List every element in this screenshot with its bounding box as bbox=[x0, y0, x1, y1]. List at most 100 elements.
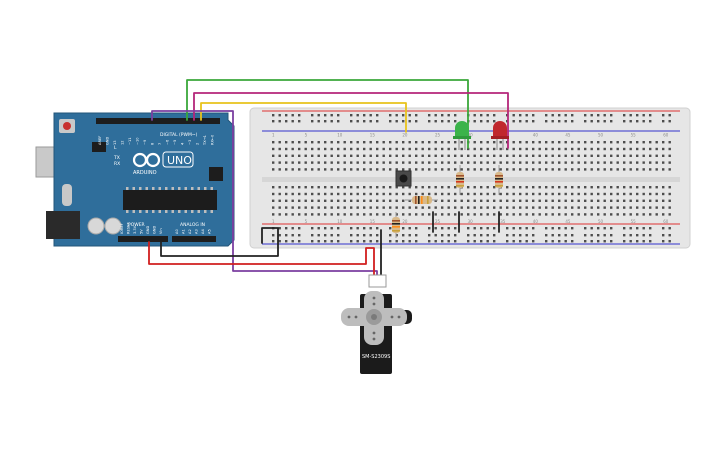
breadboard-hole[interactable] bbox=[415, 147, 418, 151]
breadboard-hole[interactable] bbox=[356, 206, 359, 209]
breadboard-hole[interactable] bbox=[616, 186, 619, 189]
breadboard-hole[interactable] bbox=[363, 147, 366, 151]
digital-header[interactable] bbox=[96, 118, 220, 124]
breadboard-hole[interactable] bbox=[584, 141, 587, 144]
breadboard-hole[interactable] bbox=[662, 120, 665, 123]
breadboard-hole[interactable] bbox=[610, 147, 613, 151]
breadboard-hole[interactable] bbox=[512, 213, 515, 216]
breadboard-hole[interactable] bbox=[610, 186, 613, 189]
breadboard-hole[interactable] bbox=[363, 240, 366, 243]
breadboard-hole[interactable] bbox=[441, 240, 444, 243]
breadboard-hole[interactable] bbox=[486, 192, 489, 196]
breadboard-hole[interactable] bbox=[428, 186, 431, 189]
resistor-horizontal[interactable] bbox=[405, 196, 438, 204]
breadboard-hole[interactable] bbox=[428, 206, 431, 209]
breadboard-hole[interactable] bbox=[577, 147, 580, 151]
breadboard-hole[interactable] bbox=[590, 114, 593, 117]
breadboard-hole[interactable] bbox=[441, 227, 444, 230]
breadboard-hole[interactable] bbox=[350, 147, 353, 151]
breadboard-hole[interactable] bbox=[389, 213, 392, 216]
breadboard-hole[interactable] bbox=[590, 206, 593, 209]
breadboard-hole[interactable] bbox=[285, 114, 288, 117]
breadboard-hole[interactable] bbox=[642, 154, 645, 157]
breadboard-hole[interactable] bbox=[668, 114, 671, 117]
breadboard-hole[interactable] bbox=[493, 147, 496, 151]
breadboard-hole[interactable] bbox=[415, 168, 418, 171]
breadboard-hole[interactable] bbox=[376, 168, 379, 171]
breadboard-hole[interactable] bbox=[369, 147, 372, 151]
breadboard-hole[interactable] bbox=[603, 206, 606, 209]
breadboard-hole[interactable] bbox=[311, 120, 314, 123]
breadboard-hole[interactable] bbox=[337, 147, 340, 151]
breadboard-hole[interactable] bbox=[428, 114, 431, 117]
breadboard-hole[interactable] bbox=[545, 192, 548, 196]
breadboard-hole[interactable] bbox=[395, 213, 398, 216]
breadboard-hole[interactable] bbox=[441, 154, 444, 157]
breadboard-hole[interactable] bbox=[311, 192, 314, 196]
breadboard-hole[interactable] bbox=[590, 161, 593, 164]
breadboard-hole[interactable] bbox=[480, 240, 483, 243]
breadboard-hole[interactable] bbox=[408, 186, 411, 189]
breadboard-hole[interactable] bbox=[395, 161, 398, 164]
breadboard-hole[interactable] bbox=[454, 206, 457, 209]
breadboard-hole[interactable] bbox=[649, 168, 652, 171]
breadboard-hole[interactable] bbox=[278, 213, 281, 216]
breadboard-hole[interactable] bbox=[493, 114, 496, 117]
breadboard-hole[interactable] bbox=[610, 161, 613, 164]
breadboard-hole[interactable] bbox=[285, 161, 288, 164]
breadboard-hole[interactable] bbox=[597, 141, 600, 144]
breadboard-hole[interactable] bbox=[564, 147, 567, 151]
breadboard-hole[interactable] bbox=[597, 227, 600, 230]
breadboard-hole[interactable] bbox=[434, 120, 437, 123]
breadboard-hole[interactable] bbox=[493, 240, 496, 243]
breadboard-hole[interactable] bbox=[584, 227, 587, 230]
breadboard-hole[interactable] bbox=[564, 120, 567, 123]
breadboard-hole[interactable] bbox=[532, 206, 535, 209]
breadboard-hole[interactable] bbox=[629, 147, 632, 151]
breadboard-hole[interactable] bbox=[330, 199, 333, 202]
breadboard-hole[interactable] bbox=[369, 213, 372, 216]
breadboard-hole[interactable] bbox=[350, 168, 353, 171]
breadboard-hole[interactable] bbox=[408, 161, 411, 164]
breadboard-hole[interactable] bbox=[545, 213, 548, 216]
breadboard-hole[interactable] bbox=[538, 147, 541, 151]
breadboard-hole[interactable] bbox=[486, 120, 489, 123]
breadboard-hole[interactable] bbox=[330, 168, 333, 171]
breadboard-hole[interactable] bbox=[584, 168, 587, 171]
breadboard-hole[interactable] bbox=[655, 154, 658, 157]
breadboard-hole[interactable] bbox=[668, 186, 671, 189]
breadboard-hole[interactable] bbox=[506, 199, 509, 202]
breadboard-hole[interactable] bbox=[480, 227, 483, 230]
breadboard-hole[interactable] bbox=[603, 141, 606, 144]
breadboard-hole[interactable] bbox=[571, 186, 574, 189]
breadboard-hole[interactable] bbox=[519, 206, 522, 209]
breadboard-hole[interactable] bbox=[486, 147, 489, 151]
breadboard-hole[interactable] bbox=[603, 199, 606, 202]
breadboard-hole[interactable] bbox=[356, 240, 359, 243]
breadboard-hole[interactable] bbox=[623, 141, 626, 144]
breadboard-hole[interactable] bbox=[304, 199, 307, 202]
breadboard-hole[interactable] bbox=[317, 141, 320, 144]
breadboard-hole[interactable] bbox=[330, 114, 333, 117]
breadboard-hole[interactable] bbox=[636, 206, 639, 209]
breadboard-hole[interactable] bbox=[337, 186, 340, 189]
breadboard-hole[interactable] bbox=[291, 120, 294, 123]
breadboard-hole[interactable] bbox=[662, 206, 665, 209]
breadboard-hole[interactable] bbox=[603, 114, 606, 117]
breadboard-hole[interactable] bbox=[649, 234, 652, 237]
breadboard-hole[interactable] bbox=[376, 199, 379, 202]
breadboard-hole[interactable] bbox=[590, 147, 593, 151]
breadboard-hole[interactable] bbox=[603, 192, 606, 196]
breadboard-hole[interactable] bbox=[350, 192, 353, 196]
breadboard-hole[interactable] bbox=[603, 213, 606, 216]
breadboard-hole[interactable] bbox=[278, 192, 281, 196]
breadboard-hole[interactable] bbox=[636, 199, 639, 202]
breadboard-hole[interactable] bbox=[369, 240, 372, 243]
breadboard-hole[interactable] bbox=[610, 206, 613, 209]
breadboard-hole[interactable] bbox=[467, 161, 470, 164]
breadboard-hole[interactable] bbox=[285, 234, 288, 237]
breadboard-hole[interactable] bbox=[519, 141, 522, 144]
breadboard-hole[interactable] bbox=[636, 227, 639, 230]
breadboard-hole[interactable] bbox=[610, 240, 613, 243]
breadboard-hole[interactable] bbox=[356, 114, 359, 117]
